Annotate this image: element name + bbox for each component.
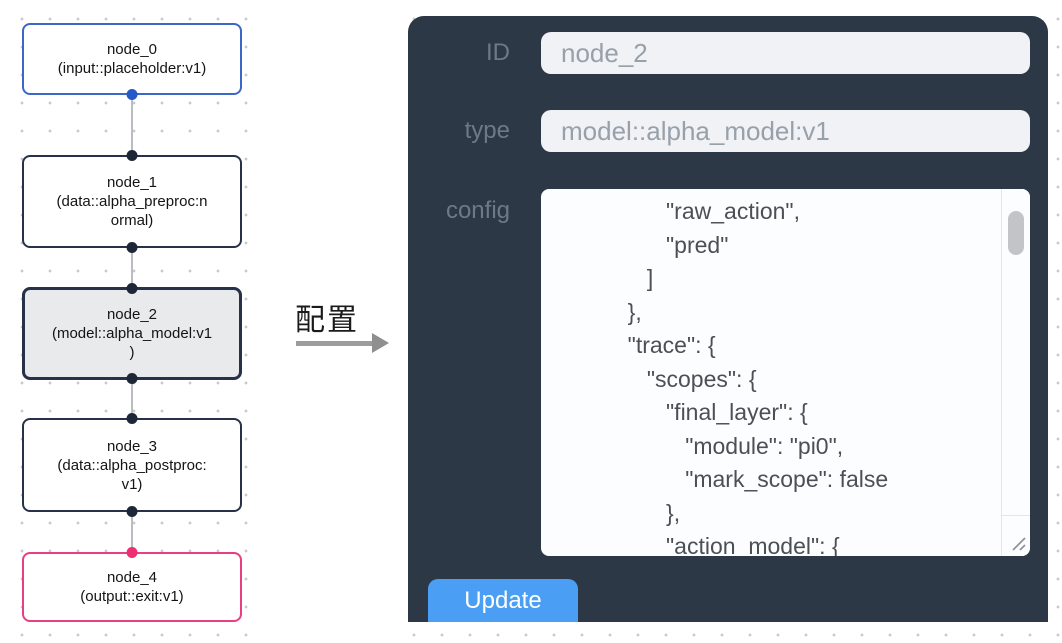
output-port-dot[interactable] (126, 242, 138, 253)
input-port-dot[interactable] (126, 283, 138, 294)
node-node_2-selected[interactable]: node_2 (model::alpha_model:v1 ) (22, 283, 242, 384)
edge-node3-node4 (131, 512, 133, 552)
config-json-code[interactable]: "raw_action", "pred" ] }, "trace": { "sc… (627, 198, 889, 556)
output-port-dot[interactable] (126, 506, 138, 517)
output-port-dot[interactable] (126, 373, 138, 384)
edge-node0-node1 (131, 95, 133, 155)
edge-node1-node2 (131, 248, 133, 287)
resize-grip-icon[interactable] (1008, 533, 1028, 553)
node-label: node_4 (output::exit:v1) (80, 569, 184, 605)
type-field-label: type (464, 117, 510, 144)
node-config-panel: ID type config "raw_action", "pred" ] },… (408, 16, 1048, 622)
node-label: node_1 (data::alpha_preproc:n ormal) (56, 174, 208, 229)
right-arrow-head-icon (372, 333, 389, 353)
scrollbar-thumb[interactable] (1008, 211, 1024, 255)
input-port-dot[interactable] (126, 547, 138, 558)
input-port-dot[interactable] (126, 150, 138, 161)
node-label: node_2 (model::alpha_model:v1 ) (51, 306, 213, 361)
node-node_3[interactable]: node_3 (data::alpha_postproc: v1) (22, 413, 242, 517)
config-field-label: config (445, 197, 510, 224)
node-node_0[interactable]: node_0 (input::placeholder:v1) (22, 23, 242, 100)
type-input[interactable] (541, 110, 1030, 152)
scrollbar-track[interactable] (1001, 189, 1030, 516)
id-input[interactable] (541, 32, 1030, 74)
scrollbar-corner (1001, 515, 1030, 556)
input-port-dot[interactable] (126, 413, 138, 424)
update-button[interactable]: Update (428, 579, 578, 622)
config-editor[interactable]: "raw_action", "pred" ] }, "trace": { "sc… (541, 189, 1030, 556)
right-arrow-icon (296, 341, 374, 346)
edge-node2-node3 (131, 380, 133, 418)
node-label: node_0 (input::placeholder:v1) (57, 41, 207, 77)
output-port-dot[interactable] (126, 89, 138, 100)
node-node_1[interactable]: node_1 (data::alpha_preproc:n ormal) (22, 150, 242, 253)
node-label: node_3 (data::alpha_postproc: v1) (57, 437, 207, 493)
node-node_4[interactable]: node_4 (output::exit:v1) (22, 547, 242, 622)
configure-annotation-label: 配置 (295, 304, 359, 337)
id-field-label: ID (486, 39, 510, 66)
